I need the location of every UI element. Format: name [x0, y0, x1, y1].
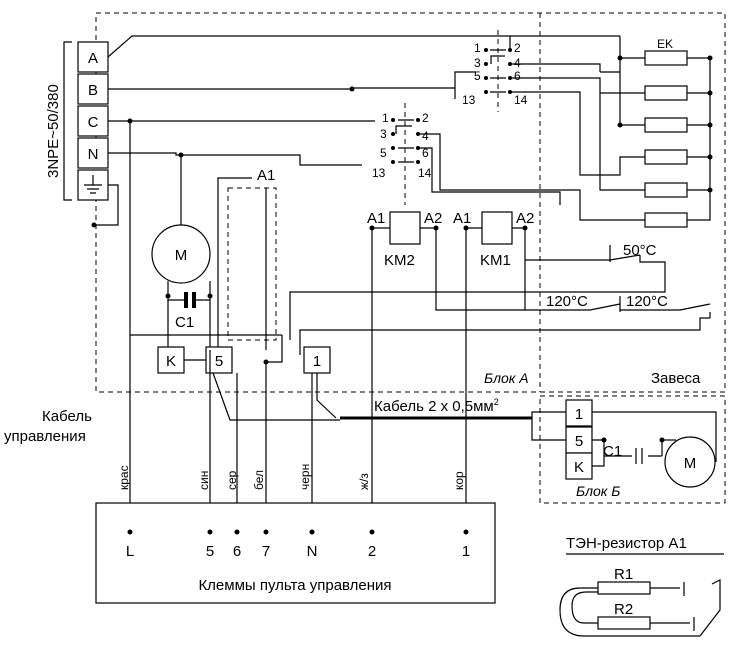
block-a-label: Блок А [484, 370, 529, 386]
wire-color-blue: син [197, 471, 211, 490]
motor-a-label: M [175, 247, 188, 264]
cable-link: Кабель 2 х 0,5мм2 [212, 372, 566, 441]
km2-contact-4: 4 [422, 129, 429, 143]
thermostat-50-label: 50°C [623, 242, 657, 259]
thermostat-120-b-label: 120°C [626, 293, 668, 310]
km2-contact-5: 5 [380, 146, 387, 160]
enclosure-outlines [95, 12, 726, 504]
km2-coil [389, 211, 421, 245]
km1-contact-14: 14 [514, 93, 528, 107]
wire-color-labels: крас син сер бел черн ж/з кор [117, 464, 466, 490]
km2-a2: A2 [424, 210, 442, 227]
panel-terminal-7: 7 [262, 543, 270, 560]
km1-contact-6: 6 [514, 69, 521, 83]
panel-terminal-1: 1 [462, 543, 470, 560]
wire-color-yellow-green: ж/з [357, 473, 371, 490]
thermostats: 50°C 120°C 120°C [289, 242, 711, 355]
km2-contacts: 1 2 3 4 5 6 13 14 [372, 103, 432, 205]
block-a-terminal-k: K [166, 353, 176, 370]
km1-contact-5: 5 [474, 69, 481, 83]
block-a-terminal-1: 1 [313, 353, 321, 370]
block-b-terminal-5: 5 [575, 433, 583, 450]
wire-color-red: крас [117, 465, 131, 490]
phase-wires [91, 35, 621, 336]
panel-terminal-6: 6 [233, 543, 241, 560]
wire-color-brown: кор [452, 471, 466, 490]
panel-terminal-2: 2 [368, 543, 376, 560]
km1-a2: A2 [516, 210, 534, 227]
block-b-label: Блок Б [576, 483, 620, 499]
terminal-c-label: C [88, 114, 99, 131]
motor-a: M C1 [151, 224, 213, 350]
panel-terminal-5: 5 [206, 543, 214, 560]
panel-title: Клеммы пульта управления [198, 577, 391, 594]
km1-contacts: 1 2 3 4 5 6 13 14 [462, 30, 528, 112]
km1-contact-4: 4 [514, 56, 521, 70]
wire-color-black: черн [298, 464, 312, 490]
resistor-a1: A1 [217, 167, 277, 365]
km1-contact-3: 3 [474, 56, 481, 70]
heater-label: EK [657, 37, 673, 51]
control-cable-label: Кабель управления [4, 408, 92, 445]
wire-color-grey: сер [225, 470, 239, 490]
terminal-a-label: A [88, 50, 98, 67]
supply-terminal-block: A B C N 3NPE~50/380 [45, 41, 109, 201]
block-b-motor-label: M [684, 455, 697, 472]
motor-a-cap-label: C1 [175, 314, 194, 331]
km1-coil [481, 211, 513, 245]
thermostat-120-a-label: 120°C [546, 293, 588, 310]
block-b: 1 5 K C1 M Блок Б [565, 399, 717, 499]
block-b-cap-label: C1 [603, 443, 622, 460]
km2-contact-2: 2 [422, 111, 429, 125]
wire-color-white: бел [252, 470, 266, 490]
control-cable-line-1: Кабель [42, 408, 92, 425]
km2-contact-1: 1 [382, 111, 389, 125]
resistor-a1-label: A1 [257, 167, 275, 184]
km2-a1: A1 [367, 210, 385, 227]
block-a-terminal-5: 5 [215, 353, 223, 370]
cable-label: Кабель 2 х 0,5мм2 [374, 397, 499, 415]
ten-resistor-inset: ТЭН-резистор А1 R1 R2 [559, 535, 724, 637]
km2-contact-3: 3 [380, 127, 387, 141]
km2-contact-13: 13 [372, 166, 386, 180]
supply-voltage-label: 3NPE~50/380 [45, 84, 62, 178]
km1-contact-1: 1 [474, 41, 481, 55]
ten-r2-label: R2 [614, 601, 633, 618]
control-cable-line-2: управления [4, 428, 86, 445]
block-a-terminals: K 5 1 Блок А Завеса [157, 346, 701, 387]
curtain-label: Завеса [651, 370, 701, 387]
control-panel: L 5 6 7 N 2 1 Клеммы пульта управления [95, 502, 496, 604]
heater-elements: EK [418, 37, 713, 228]
ten-r1-label: R1 [614, 566, 633, 583]
contactor-coils: A1 A2 A1 A2 KM2 KM1 [367, 210, 610, 532]
km1-contact-2: 2 [514, 41, 521, 55]
km1-a1: A1 [453, 210, 471, 227]
panel-terminal-n: N [307, 543, 318, 560]
km1-label: KM1 [480, 252, 511, 269]
panel-terminal-l: L [126, 543, 134, 560]
km2-label: KM2 [384, 252, 415, 269]
block-b-terminal-k: K [574, 459, 584, 476]
terminal-b-label: B [88, 82, 98, 99]
km2-contact-14: 14 [418, 166, 432, 180]
km1-contact-13: 13 [462, 93, 476, 107]
ground-icon [84, 175, 102, 194]
panel-wires [129, 335, 313, 532]
block-b-terminal-1: 1 [575, 406, 583, 423]
km2-contact-6: 6 [422, 146, 429, 160]
ten-resistor-title: ТЭН-резистор А1 [566, 535, 687, 552]
terminal-n-label: N [88, 146, 99, 163]
